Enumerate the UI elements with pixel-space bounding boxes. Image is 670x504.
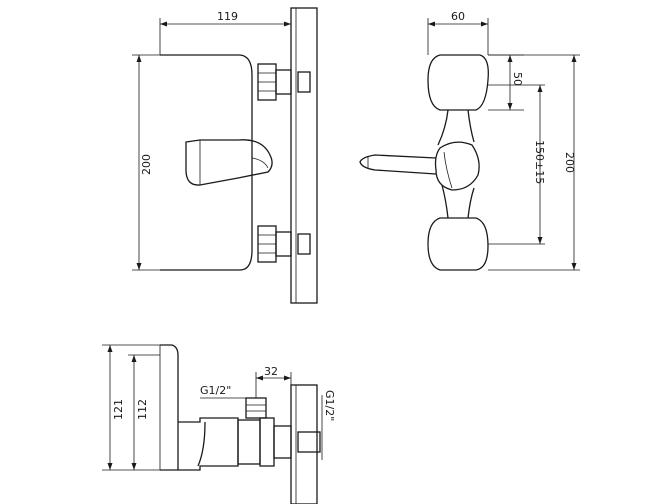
lower-handle xyxy=(427,217,489,271)
dim-bottom-offset: 32 xyxy=(264,365,278,378)
bottom-cartridge xyxy=(237,419,261,465)
lower-stub xyxy=(297,233,311,255)
bottom-wall xyxy=(290,384,318,504)
side-view: 60 50 150±15 200 xyxy=(359,10,580,271)
dim-side-small: 50 xyxy=(511,72,524,86)
mixer-body xyxy=(160,54,253,271)
lever-handle xyxy=(185,139,273,186)
bottom-view: 121 112 32 G1/2" G1/2" xyxy=(102,344,336,504)
wall-plate xyxy=(290,7,318,304)
dim-bottom-inner: 112 xyxy=(136,399,149,420)
side-lever xyxy=(359,154,437,175)
dim-side-width: 60 xyxy=(451,10,465,23)
dim-front-width: 119 xyxy=(217,10,238,23)
dim-bottom-outer: 121 xyxy=(112,399,125,420)
bottom-lever xyxy=(160,344,179,471)
upper-handle xyxy=(427,54,489,111)
thread-label-right: G1/2" xyxy=(323,390,336,421)
thread-label-left: G1/2" xyxy=(200,384,231,397)
bottom-stub xyxy=(297,431,321,453)
front-view: 119 200 xyxy=(132,7,318,304)
dim-front-height: 200 xyxy=(140,154,153,175)
bottom-body xyxy=(178,417,239,471)
dim-side-height: 200 xyxy=(563,152,576,173)
dim-side-center: 150±15 xyxy=(533,140,546,184)
cartridge-body xyxy=(434,141,480,191)
upper-stub xyxy=(297,71,311,93)
